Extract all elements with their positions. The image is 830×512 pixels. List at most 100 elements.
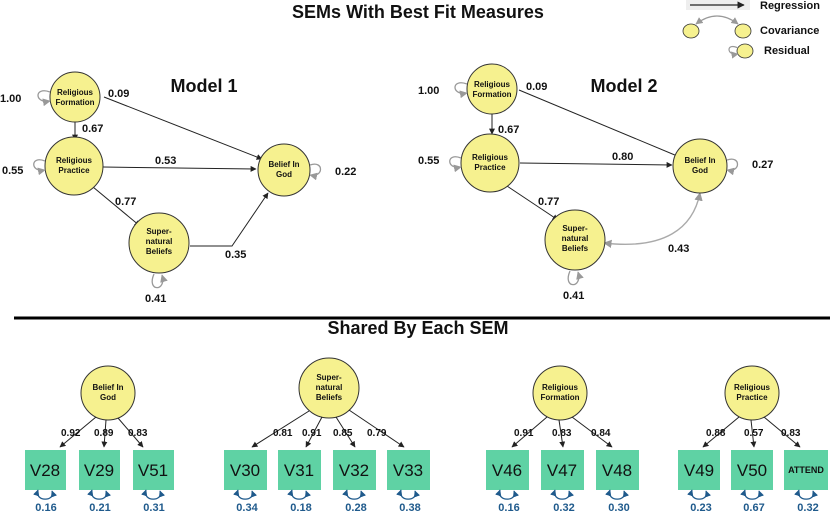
m2-residual-practice: 0.55 bbox=[418, 155, 439, 167]
m2-node-formation-line2: Formation bbox=[472, 90, 511, 99]
mm2-box-3-label: V32 bbox=[339, 461, 369, 480]
m2-path-practice-god bbox=[519, 161, 673, 168]
mm3-box-3 bbox=[596, 450, 639, 490]
mm1-box-3-label: V51 bbox=[138, 461, 168, 480]
mm4-latent bbox=[724, 365, 780, 421]
mm4-latent-line2: Practice bbox=[736, 393, 768, 402]
mm4-residual-3: 0.32 bbox=[797, 502, 818, 512]
m1-coef-formation-god: 0.09 bbox=[108, 88, 129, 100]
mm4-loading-arrow-1 bbox=[702, 416, 740, 448]
mm2-loading-3: 0.85 bbox=[333, 428, 353, 439]
m1-node-god-line2: God bbox=[276, 170, 292, 179]
m2-coef-formation-practice: 0.67 bbox=[498, 124, 519, 136]
m1-path-formation-god bbox=[103, 96, 263, 160]
mm1-box-2-label: V29 bbox=[84, 461, 114, 480]
mm3-loading-3: 0.84 bbox=[591, 428, 611, 439]
page-title: SEMs With Best Fit Measures bbox=[292, 2, 544, 22]
m1-residual-god: 0.22 bbox=[335, 166, 356, 178]
m1-node-practice-line1: Religious bbox=[56, 156, 93, 165]
measurement-supernatural-beliefs: Super- natural Beliefs 0.81 0.91 0.85 0.… bbox=[224, 357, 430, 512]
mm3-box-2 bbox=[541, 450, 584, 490]
legend-residual-arrow bbox=[728, 46, 739, 59]
m1-residual-formation: 1.00 bbox=[0, 93, 21, 105]
mm2-latent-line2: natural bbox=[316, 383, 343, 392]
mm3-loading-arrow-3 bbox=[571, 416, 613, 448]
m2-node-beliefs-line3: Beliefs bbox=[562, 244, 589, 253]
mm1-loading-arrow-2 bbox=[101, 419, 108, 448]
m1-coef-beliefs-god: 0.35 bbox=[225, 249, 246, 261]
mm3-residual-2: 0.32 bbox=[553, 502, 574, 512]
legend-residual-label: Residual bbox=[764, 45, 810, 57]
mm4-latent-line1: Religious bbox=[734, 383, 771, 392]
m1-path-practice-beliefs bbox=[92, 186, 141, 227]
mm4-box-1 bbox=[678, 450, 720, 490]
mm4-loading-arrow-3 bbox=[763, 416, 801, 448]
mm2-residual-loop-1 bbox=[233, 489, 258, 500]
mm4-box-3 bbox=[784, 450, 828, 490]
mm3-box-1 bbox=[486, 450, 529, 490]
mm3-residual-loop-1 bbox=[495, 489, 520, 500]
mm3-latent-line2: Formation bbox=[540, 393, 579, 402]
m1-residual-beliefs: 0.41 bbox=[145, 293, 166, 305]
mm3-residual-loop-2 bbox=[550, 489, 575, 500]
mm2-latent-line1: Super- bbox=[316, 373, 342, 382]
mm2-latent-line3: Beliefs bbox=[316, 393, 343, 402]
mm2-loading-1: 0.81 bbox=[273, 428, 293, 439]
legend: Regression Covariance Residual bbox=[682, 0, 820, 59]
m2-coef-practice-god: 0.80 bbox=[612, 151, 633, 163]
mm1-residual-loop-1 bbox=[33, 489, 58, 500]
measurement-religious-formation: Religious Formation 0.91 0.83 0.84 V46 V… bbox=[486, 365, 639, 512]
mm2-loading-arrow-1 bbox=[251, 410, 310, 448]
m1-node-god bbox=[257, 143, 311, 197]
mm1-box-2 bbox=[79, 450, 120, 490]
measurement-belief-in-god: Belief In God 0.92 0.89 0.83 V28 V29 V51… bbox=[25, 365, 174, 512]
mm3-box-1-label: V46 bbox=[492, 461, 522, 480]
mm4-residual-loop-3 bbox=[794, 489, 819, 500]
m2-coef-practice-beliefs: 0.77 bbox=[538, 196, 559, 208]
m2-residual-god: 0.27 bbox=[752, 159, 773, 171]
model-1: Model 1 Religious Formation Religious Pr… bbox=[0, 71, 356, 305]
m2-residual-formation: 1.00 bbox=[418, 85, 439, 97]
mm2-residual-1: 0.34 bbox=[236, 502, 258, 512]
mm2-residual-loop-2 bbox=[287, 489, 312, 500]
mm1-residual-3: 0.31 bbox=[143, 502, 164, 512]
m2-coef-formation-god: 0.09 bbox=[526, 81, 547, 93]
m2-node-god-line2: God bbox=[692, 166, 708, 175]
m2-node-beliefs-line2: natural bbox=[562, 234, 589, 243]
mm2-box-3 bbox=[333, 450, 376, 490]
m1-node-beliefs bbox=[128, 212, 190, 274]
m1-residual-formation-loop bbox=[37, 90, 51, 107]
mm2-residual-4: 0.38 bbox=[399, 502, 420, 512]
m1-node-beliefs-line3: Beliefs bbox=[146, 247, 173, 256]
mm1-loading-3: 0.83 bbox=[128, 428, 148, 439]
m1-node-formation bbox=[49, 71, 101, 123]
mm4-residual-loop-2 bbox=[740, 489, 765, 500]
mm2-box-4 bbox=[387, 450, 430, 490]
m2-path-formation-god bbox=[518, 89, 683, 159]
m2-node-practice-line2: Practice bbox=[474, 163, 506, 172]
mm1-residual-2: 0.21 bbox=[89, 502, 110, 512]
mm4-box-2-label: V50 bbox=[737, 461, 767, 480]
mm1-box-1 bbox=[25, 450, 66, 490]
mm2-box-2-label: V31 bbox=[284, 461, 314, 480]
mm2-residual-2: 0.18 bbox=[290, 502, 311, 512]
mm2-residual-3: 0.28 bbox=[345, 502, 366, 512]
m2-coef-beliefs-god-cov: 0.43 bbox=[668, 243, 689, 255]
mm1-residual-1: 0.16 bbox=[35, 502, 56, 512]
m1-node-beliefs-line2: natural bbox=[146, 237, 173, 246]
m2-node-beliefs bbox=[544, 209, 606, 271]
measurement-religious-practice: Religious Practice 0.88 0.57 0.83 V49 V5… bbox=[678, 365, 828, 512]
m2-covariance-beliefs-god bbox=[603, 192, 703, 249]
mm4-loading-arrow-2 bbox=[750, 419, 757, 448]
mm4-box-1-label: V49 bbox=[684, 461, 714, 480]
m1-residual-beliefs-loop bbox=[151, 273, 168, 289]
m1-node-formation-line2: Formation bbox=[55, 98, 94, 107]
m1-node-formation-line1: Religious bbox=[57, 88, 94, 97]
mm3-residual-3: 0.30 bbox=[608, 502, 629, 512]
m1-path-practice-god bbox=[102, 165, 257, 172]
mm2-box-1 bbox=[224, 450, 267, 490]
m2-path-practice-beliefs bbox=[506, 185, 559, 221]
mm2-residual-loop-4 bbox=[396, 489, 421, 500]
mm1-latent-line2: God bbox=[100, 393, 116, 402]
